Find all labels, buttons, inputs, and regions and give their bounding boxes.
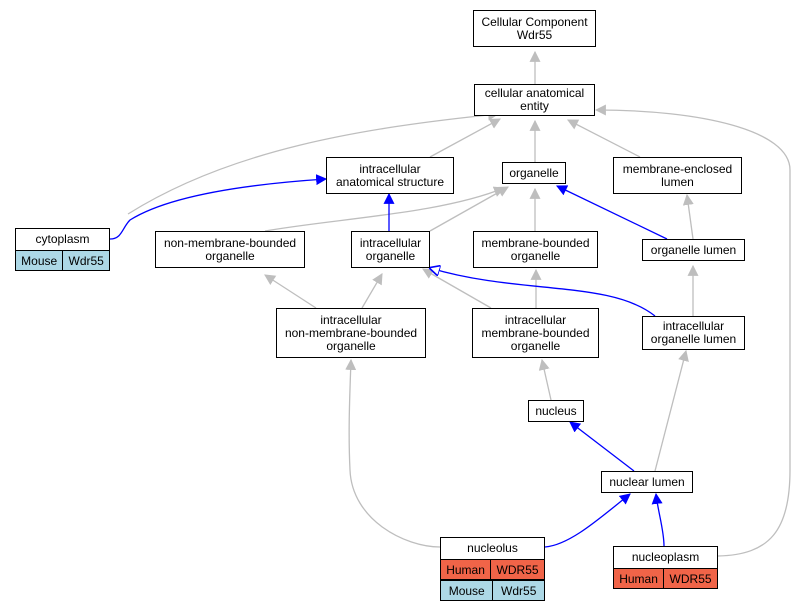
edge-nucleus-imbo <box>538 358 552 401</box>
node-cellular-component-root[interactable]: Cellular Component Wdr55 <box>473 10 596 47</box>
edge-cytoplasm-ias <box>109 174 328 240</box>
annotation-nucleolus-mouse: Mouse Wdr55 <box>439 580 545 601</box>
edge-nucleolus-inmbo <box>345 358 441 548</box>
species-cell: Mouse <box>14 250 64 271</box>
edge-nucleoplasm-cae <box>594 104 791 557</box>
gene-cell: Wdr55 <box>492 580 545 601</box>
node-nucleoplasm[interactable]: nucleoplasm <box>613 546 718 568</box>
node-intracellular-non-membrane-bounded-organelle[interactable]: intracellular non-membrane-bounded organ… <box>276 308 426 358</box>
node-cytoplasm[interactable]: cytoplasm <box>15 228 110 250</box>
species-cell: Mouse <box>439 580 494 601</box>
node-cellular-anatomical-entity[interactable]: cellular anatomical entity <box>474 84 595 116</box>
edge-nucleolus-nl <box>544 493 631 548</box>
gene-cell: WDR55 <box>663 568 718 589</box>
annotation-cytoplasm-mouse: Mouse Wdr55 <box>14 250 110 271</box>
edge-mel-cae <box>567 119 641 158</box>
node-membrane-enclosed-lumen[interactable]: membrane-enclosed lumen <box>613 157 742 194</box>
species-cell: Human <box>439 559 492 580</box>
edge-nl-iol <box>654 349 689 472</box>
node-nucleus[interactable]: nucleus <box>528 400 584 422</box>
edge-inmbo-nmbo <box>264 274 317 309</box>
edge-io-organelle <box>429 186 509 232</box>
edge-ol-mel <box>682 193 694 240</box>
node-non-membrane-bounded-organelle[interactable]: non-membrane-bounded organelle <box>155 231 305 268</box>
edge-nucleoplasm-nl <box>651 492 665 547</box>
node-intracellular-anatomical-structure[interactable]: intracellular anatomical structure <box>326 157 454 194</box>
edge-iol-io <box>430 268 656 317</box>
gene-cell: WDR55 <box>490 559 545 580</box>
annotation-nucleoplasm-human: Human WDR55 <box>612 568 718 589</box>
edge-inmbo-io <box>361 273 383 309</box>
node-organelle-lumen[interactable]: organelle lumen <box>642 239 745 261</box>
edge-nl-nucleus <box>569 421 635 472</box>
node-nucleolus[interactable]: nucleolus <box>440 537 545 559</box>
edge-ias-cae <box>429 118 501 158</box>
edge-cytoplasm-cae <box>127 109 500 215</box>
node-nuclear-lumen[interactable]: nuclear lumen <box>601 471 693 493</box>
edge-ol-organelle <box>556 185 668 240</box>
node-organelle[interactable]: organelle <box>502 162 566 184</box>
node-membrane-bounded-organelle[interactable]: membrane-bounded organelle <box>473 231 598 268</box>
node-intracellular-organelle[interactable]: intracellular organelle <box>351 231 430 268</box>
species-cell: Human <box>612 568 665 589</box>
node-intracellular-organelle-lumen[interactable]: intracellular organelle lumen <box>642 316 745 350</box>
node-intracellular-membrane-bounded-organelle[interactable]: intracellular membrane-bounded organelle <box>472 308 599 358</box>
annotation-nucleolus-human: Human WDR55 <box>439 559 545 580</box>
gene-cell: Wdr55 <box>62 250 110 271</box>
